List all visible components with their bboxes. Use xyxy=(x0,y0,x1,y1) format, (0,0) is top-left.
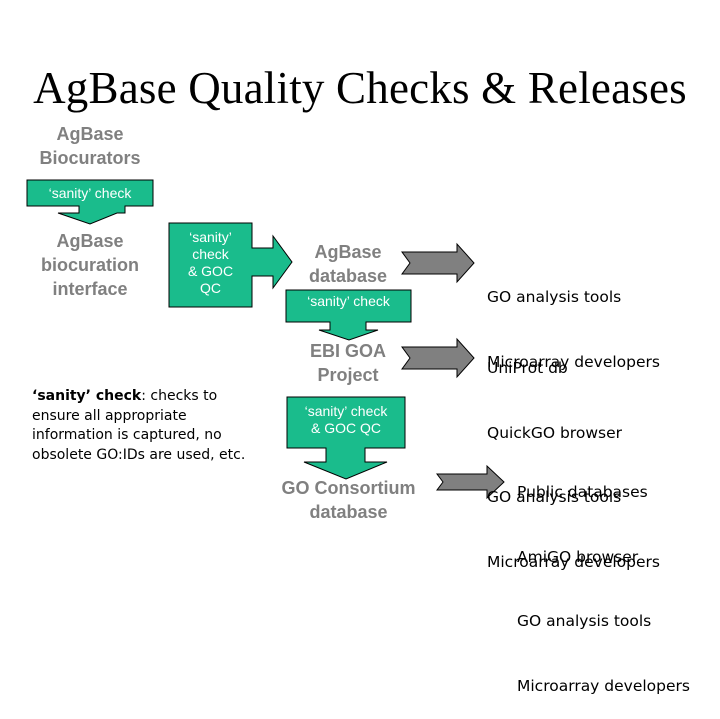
slide-title: AgBase Quality Checks & Releases xyxy=(33,63,687,113)
release-target: GO analysis tools xyxy=(487,488,622,506)
sanity-check-arrow-2 xyxy=(168,222,293,308)
node-go-consortium-database: GO Consortium database xyxy=(256,476,441,524)
release-arrow-1 xyxy=(401,242,475,284)
node-line: Project xyxy=(317,365,379,385)
right-arrow-shape xyxy=(168,222,293,308)
down-arrow-shape xyxy=(26,179,154,225)
node-line: AgBase xyxy=(314,242,382,262)
check-line: & GOC QC xyxy=(310,420,381,436)
sanity-check-arrow-4 xyxy=(286,396,406,480)
notched-right-arrow-shape xyxy=(401,337,475,379)
check-line: check xyxy=(192,246,229,262)
node-line: biocuration xyxy=(41,255,139,275)
release-target: AmiGO browser xyxy=(517,547,639,566)
sanity-check-label-2: ‘sanity’ check & GOC QC xyxy=(169,229,252,297)
flow-diagram xyxy=(26,179,505,500)
sanity-check-label-3: ‘sanity’ check xyxy=(307,293,390,309)
release-target: GO analysis tools xyxy=(517,612,652,630)
release-target: Microarray developers xyxy=(487,352,660,371)
sanity-check-definition: ‘sanity’ check: checks to ensure all app… xyxy=(32,387,247,465)
check-line: ‘sanity’ xyxy=(189,229,232,245)
release-targets-database: GO analysis tools Microarray developers xyxy=(487,244,660,395)
node-line: database xyxy=(308,266,388,286)
sanity-check-arrow-1 xyxy=(26,179,154,225)
release-target: UniProt db xyxy=(487,359,568,377)
release-arrow-2 xyxy=(401,337,475,379)
node-line: Biocurators xyxy=(39,148,141,168)
check-line: QC xyxy=(200,280,221,296)
node-line: database xyxy=(309,502,388,522)
release-targets-goc-db: Public databases AmiGO browser GO analys… xyxy=(517,439,690,719)
node-ebi-goa-project: EBI GOA Project xyxy=(278,339,418,387)
check-line: ‘sanity’ check xyxy=(304,403,388,419)
definition-text: : checks to ensure all appropriate infor… xyxy=(32,388,246,463)
release-target: Microarray developers xyxy=(517,676,690,695)
release-target: Public databases xyxy=(517,483,648,501)
notched-right-arrow-shape xyxy=(436,464,505,500)
release-target: QuickGO browser xyxy=(487,423,622,442)
node-agbase-biocurators: AgBase Biocurators xyxy=(20,122,160,170)
sanity-check-label-1: ‘sanity’ check xyxy=(48,185,132,201)
node-line: AgBase xyxy=(56,124,124,144)
node-biocuration-interface: AgBase biocuration interface xyxy=(20,229,160,301)
down-arrow-shape xyxy=(285,289,412,341)
node-line: GO Consortium xyxy=(281,478,416,498)
node-line: interface xyxy=(52,279,128,299)
definition-term: ‘sanity’ check xyxy=(32,388,142,404)
node-line: AgBase xyxy=(56,231,124,251)
release-target: GO analysis tools xyxy=(487,288,622,306)
node-agbase-database: AgBase database xyxy=(278,240,418,288)
sanity-check-label-4: ‘sanity’ check & GOC QC xyxy=(287,403,405,437)
sanity-check-arrow-3 xyxy=(285,289,412,341)
check-line: & GOC xyxy=(187,263,234,279)
release-arrow-3 xyxy=(436,464,505,500)
notched-right-arrow-shape xyxy=(401,242,475,284)
node-line: EBI GOA xyxy=(309,341,386,361)
down-arrow-shape xyxy=(286,396,406,480)
